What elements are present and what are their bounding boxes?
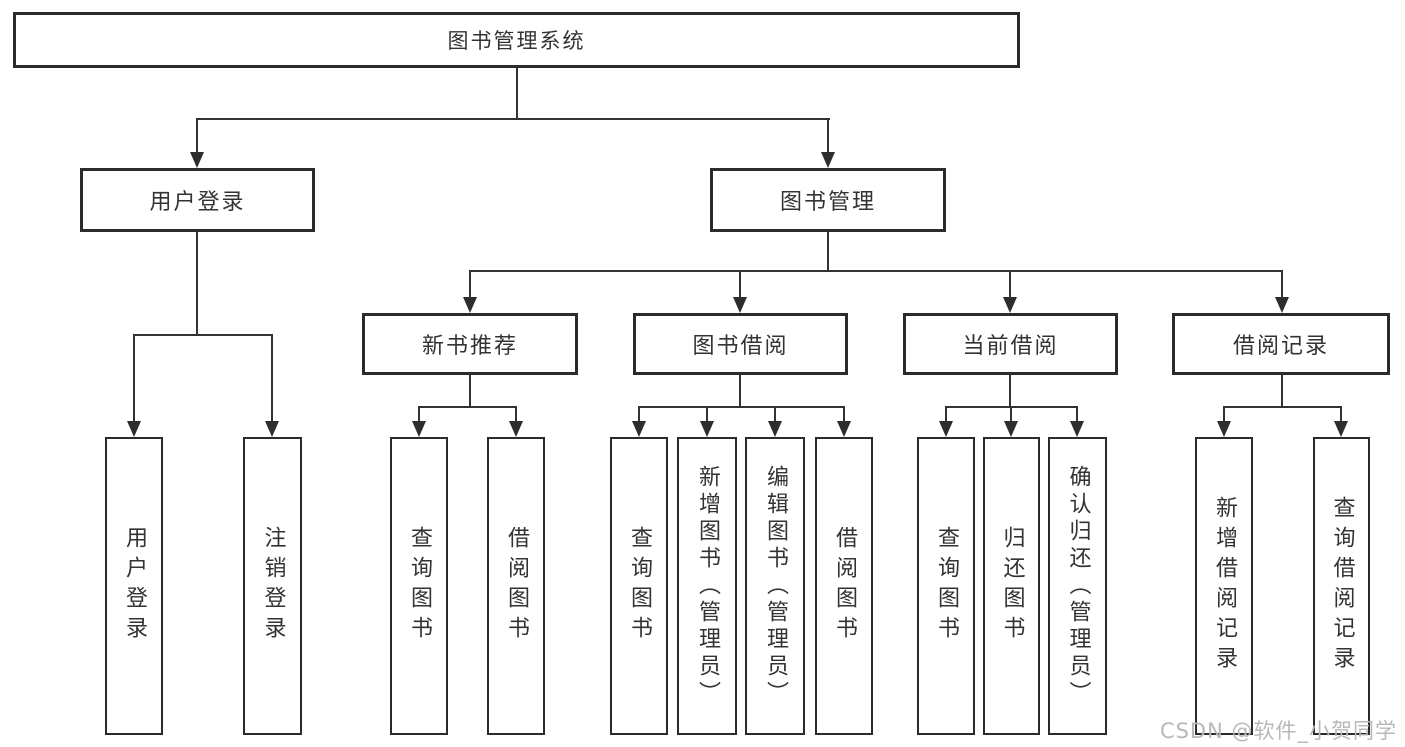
connector-line [706,406,708,424]
connector-line [196,232,198,334]
connector-line [739,270,741,299]
leaf-label: 确认归还（管理员） [1065,464,1091,708]
arrow-down-icon [1004,421,1018,437]
leaf-label: 用户登录 [122,526,147,646]
connector-line [1009,375,1011,406]
arrow-down-icon [821,152,835,168]
leaf-user-login: 用户登录 [105,437,163,735]
node-user-login: 用户登录 [80,168,315,232]
connector-line [1009,270,1011,299]
leaf-query-books-borrow: 查询图书 [610,437,668,735]
arrow-down-icon [837,421,851,437]
connector-line [1340,406,1342,424]
leaf-confirm-return-admin: 确认归还（管理员） [1048,437,1107,735]
arrow-down-icon [190,152,204,168]
connector-line [418,406,517,408]
leaf-query-borrow-record: 查询借阅记录 [1313,437,1370,735]
connector-line [1223,406,1225,424]
connector-line [271,334,273,423]
arrow-down-icon [509,421,523,437]
connector-line [1281,270,1283,299]
arrow-down-icon [768,421,782,437]
node-borrow-records: 借阅记录 [1172,313,1390,375]
leaf-label: 查询图书 [934,526,959,646]
connector-line [945,406,947,424]
node-root: 图书管理系统 [13,12,1020,68]
leaf-label: 借阅图书 [504,526,529,646]
leaf-label: 编辑图书（管理员） [763,464,788,708]
arrow-down-icon [463,297,477,313]
csdn-watermark: CSDN @软件_小贺同学 [1159,719,1397,743]
arrow-down-icon [1070,421,1084,437]
connector-line [469,375,471,406]
arrow-down-icon [700,421,714,437]
connector-line [827,232,829,270]
leaf-label: 借阅图书 [832,526,857,646]
leaf-label: 归还图书 [999,526,1025,646]
arrow-down-icon [733,297,747,313]
leaf-label: 查询借阅记录 [1329,496,1355,676]
connector-line [774,406,776,424]
arrow-down-icon [127,421,141,437]
node-book-management: 图书管理 [710,168,946,232]
leaf-label: 查询图书 [627,526,652,646]
arrow-down-icon [1217,421,1231,437]
connector-line [638,406,845,408]
connector-line [469,270,1283,272]
connector-line [1281,375,1283,406]
leaf-add-book-admin: 新增图书（管理员） [677,437,737,735]
connector-line [516,68,518,118]
connector-line [133,334,135,423]
arrow-down-icon [632,421,646,437]
leaf-query-books-current: 查询图书 [917,437,975,735]
leaf-borrow-books: 借阅图书 [815,437,873,735]
node-new-book-recommend: 新书推荐 [362,313,578,375]
connector-line [196,118,830,120]
connector-line [739,375,741,406]
connector-line [515,406,517,424]
node-book-borrow: 图书借阅 [633,313,848,375]
connector-line [638,406,640,424]
leaf-label: 新增借阅记录 [1212,496,1237,676]
connector-line [827,118,829,154]
connector-line [1010,406,1012,424]
connector-line [469,270,471,299]
leaf-add-borrow-record: 新增借阅记录 [1195,437,1253,735]
arrow-down-icon [1334,421,1348,437]
arrow-down-icon [1275,297,1289,313]
arrow-down-icon [1003,297,1017,313]
leaf-label: 查询图书 [407,526,432,646]
connector-line [1223,406,1342,408]
leaf-return-books: 归还图书 [983,437,1040,735]
connector-line [196,118,198,154]
leaf-label: 注销登录 [260,526,286,646]
connector-line [418,406,420,424]
leaf-label: 新增图书（管理员） [695,464,720,708]
leaf-borrow-books-recommend: 借阅图书 [487,437,545,735]
arrow-down-icon [265,421,279,437]
leaf-logout: 注销登录 [243,437,302,735]
arrow-down-icon [939,421,953,437]
node-current-borrow: 当前借阅 [903,313,1118,375]
connector-line [843,406,845,424]
connector-line [1076,406,1078,424]
leaf-edit-book-admin: 编辑图书（管理员） [745,437,805,735]
connector-line [133,334,273,336]
leaf-query-books-recommend: 查询图书 [390,437,448,735]
arrow-down-icon [412,421,426,437]
